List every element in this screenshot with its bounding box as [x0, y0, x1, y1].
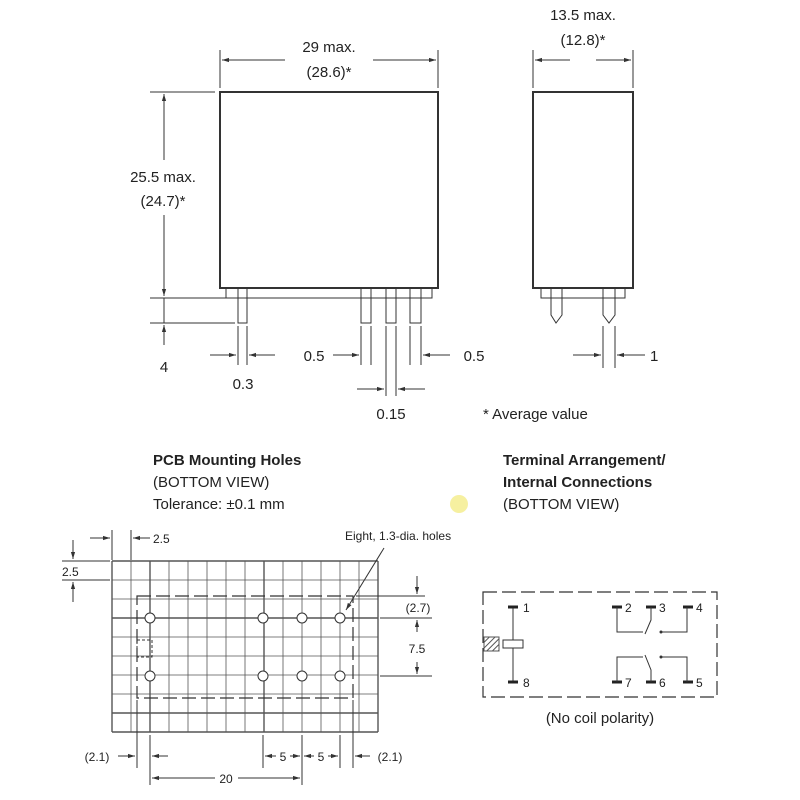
row-spacing-label: 7.5 — [409, 642, 426, 656]
pin — [237, 287, 248, 324]
pin-3-label: 3 — [659, 601, 666, 615]
pin-gap-label: 0.15 — [376, 406, 405, 423]
pin-width-label: 0.3 — [233, 376, 254, 393]
relay-outline — [136, 595, 354, 699]
pin — [602, 288, 616, 324]
grid-x-label: 2.5 — [153, 532, 170, 546]
pitch-2-label: 5 — [318, 750, 325, 764]
height-avg: (24.7)* — [140, 193, 185, 210]
holes-note: Eight, 1.3-dia. holes — [345, 529, 451, 543]
pin — [409, 287, 422, 324]
side-view: 13.5 max. (12.8)* 1 — [532, 7, 658, 368]
width-label: 29 max. — [302, 39, 355, 56]
pcb-title: PCB Mounting Holes — [153, 452, 301, 469]
pin-thick-right-label: 0.5 — [464, 348, 485, 365]
left-offset-label: (2.1) — [85, 750, 110, 764]
pcb-tolerance: Tolerance: ±0.1 mm — [153, 496, 285, 513]
depth-label: 13.5 max. — [550, 7, 616, 24]
mounting-hole — [257, 612, 269, 624]
pin-7-label: 7 — [625, 676, 632, 690]
terminal-diagram: 1 2 3 4 5 6 7 8 (No coil polarity) — [482, 591, 718, 727]
coil-marker-outline — [136, 639, 153, 658]
mounting-hole — [334, 612, 346, 624]
marker-dot — [450, 495, 468, 513]
pitch-1-label: 5 — [280, 750, 287, 764]
mounting-hole — [334, 670, 346, 682]
grid-y-label: 2.5 — [62, 565, 79, 579]
terminal-title-2: Internal Connections — [503, 474, 652, 491]
coil-icon — [502, 639, 524, 649]
coil-marker-icon — [483, 636, 500, 652]
pin-5-label: 5 — [696, 676, 703, 690]
pin-1-label: 1 — [523, 601, 530, 615]
pcb-hole-grid — [111, 560, 379, 733]
pin-thick-left-label: 0.5 — [304, 348, 325, 365]
mounting-hole — [296, 670, 308, 682]
terminal-subtitle: (BOTTOM VIEW) — [503, 496, 619, 513]
mounting-hole — [257, 670, 269, 682]
terminal-title-1: Terminal Arrangement/ — [503, 452, 666, 469]
terminal-outline — [482, 591, 718, 698]
coil-polarity-note: (No coil polarity) — [546, 710, 654, 727]
mounting-hole — [144, 612, 156, 624]
mounting-hole — [144, 670, 156, 682]
pin-4-label: 4 — [696, 601, 703, 615]
pin-6-label: 6 — [659, 676, 666, 690]
pcb-subtitle: (BOTTOM VIEW) — [153, 474, 269, 491]
depth-avg: (12.8)* — [560, 32, 605, 49]
pin — [385, 287, 397, 324]
pin — [360, 287, 372, 324]
pin-2-label: 2 — [625, 601, 632, 615]
side-pin-width-label: 1 — [650, 348, 658, 365]
mounting-hole — [296, 612, 308, 624]
pin — [550, 288, 563, 324]
width-avg: (28.6)* — [306, 64, 351, 81]
pin-length-label: 4 — [160, 359, 168, 376]
relay-body-side — [532, 91, 634, 289]
right-offset-label: (2.1) — [378, 750, 403, 764]
height-label: 25.5 max. — [130, 169, 196, 186]
front-view: 29 max. (28.6)* 25.5 max. (24.7)* 4 0.3 … — [130, 39, 484, 423]
pcb-dimensions: 2.5 2.5 Eight, 1.3-dia. holes (2.7) 7.5 … — [62, 529, 451, 786]
footnote: * Average value — [483, 406, 588, 423]
top-offset-label: (2.7) — [406, 601, 431, 615]
pin-8-label: 8 — [523, 676, 530, 690]
relay-body-front — [219, 91, 439, 289]
span-label: 20 — [219, 772, 233, 786]
